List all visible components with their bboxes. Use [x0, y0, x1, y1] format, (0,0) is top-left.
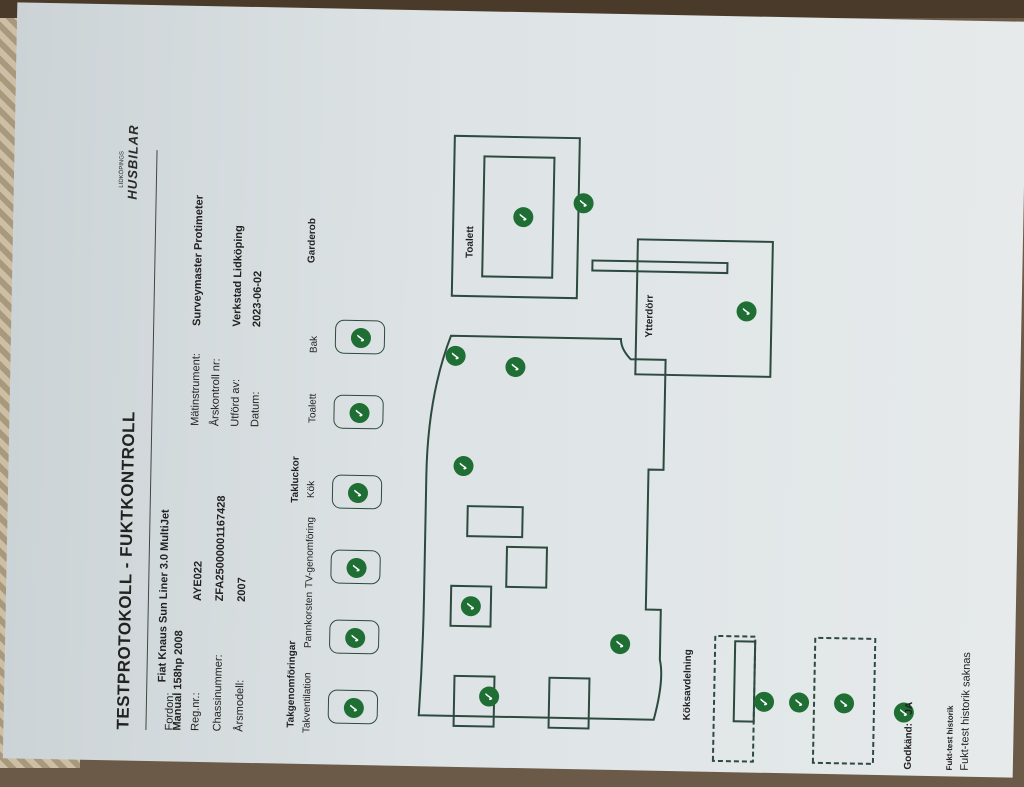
vehicle-outline	[417, 334, 667, 721]
rotated-document: TESTPROTOKOLL - FUKTKONTROLL LIDKÖPINGS …	[103, 49, 1024, 787]
history-label: Fukt-test historik	[944, 705, 956, 771]
wardrobe-inner	[481, 155, 556, 279]
approved-value: JA	[903, 701, 916, 715]
kitchen-cab-3	[811, 636, 877, 765]
approved-label: Godkänd:	[902, 722, 915, 770]
kitchen-cab-2	[732, 640, 757, 723]
history-value: Fukt-test historik saknas	[958, 652, 974, 771]
floorplan-diagram	[417, 134, 877, 765]
door-panel	[634, 238, 774, 378]
cab-seat-right	[547, 676, 591, 730]
roof-hatch-mid	[505, 545, 548, 589]
roof-hatch-rear	[466, 505, 524, 539]
wardrobe-outer	[450, 134, 581, 300]
toilet-bench	[591, 259, 729, 275]
roof-hatch-kitchen	[449, 584, 493, 628]
